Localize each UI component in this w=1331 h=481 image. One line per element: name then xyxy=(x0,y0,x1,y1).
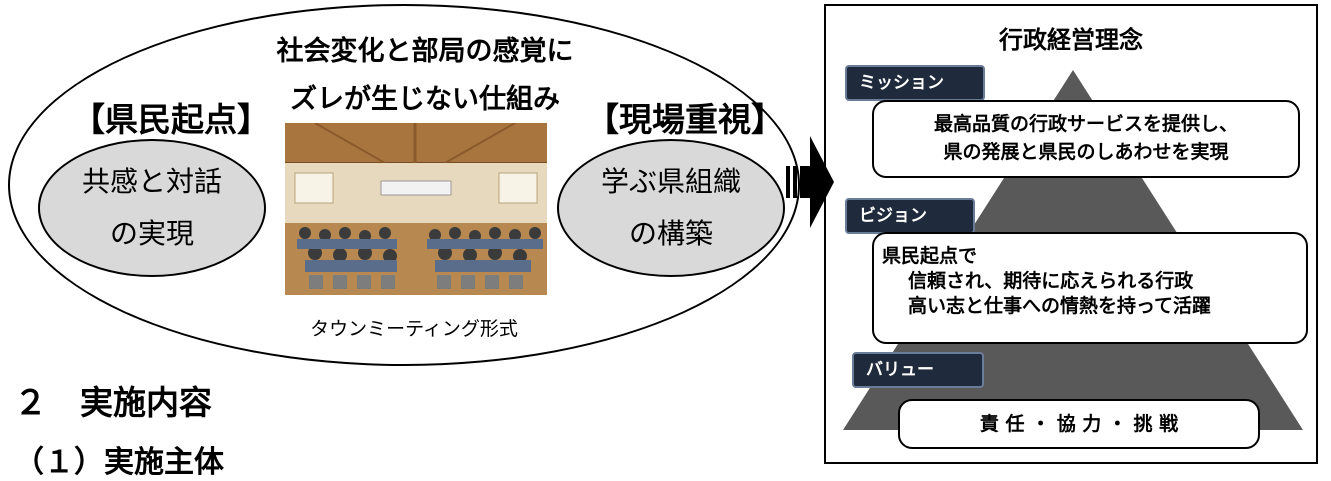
mission-line-2: 県の発展と県民のしあわせを実現 xyxy=(943,141,1229,163)
left-heading: 【県民起点】 xyxy=(72,100,270,139)
mission-tag: ミッション xyxy=(845,65,985,101)
left-ellipse xyxy=(38,139,266,277)
right-ellipse-text: 学ぶ県組織 の構築 xyxy=(557,156,785,260)
philosophy-panel xyxy=(824,4,1318,464)
mission-box: 最高品質の行政サービスを提供し、 県の発展と県民のしあわせを実現 xyxy=(872,100,1300,178)
vision-line-3: 高い志と仕事への情熱を持って活躍 xyxy=(908,295,1212,317)
center-title: 社会変化と部局の感覚に ズレが生じない仕組み xyxy=(250,28,600,124)
panel-title: 行政経営理念 xyxy=(999,26,1143,54)
right-ellipse xyxy=(557,139,785,277)
left-ellipse-line-2: の実現 xyxy=(109,217,194,250)
left-ellipse-line-1: 共感と対話 xyxy=(81,165,222,198)
vision-line-1: 県民起点で xyxy=(882,245,978,267)
right-ellipse-line-1: 学ぶ県組織 xyxy=(600,165,741,198)
right-heading: 【現場重視】 xyxy=(586,100,784,139)
left-ellipse-text: 共感と対話 の実現 xyxy=(38,156,266,260)
value-box: 責 任 ・ 協 力 ・ 挑 戦 xyxy=(898,399,1260,449)
mission-line-1: 最高品質の行政サービスを提供し、 xyxy=(933,113,1238,135)
outer-ellipse xyxy=(8,4,800,366)
vision-tag: ビジョン xyxy=(845,198,975,234)
right-arrow-icon xyxy=(786,136,834,228)
right-ellipse-line-2: の構築 xyxy=(628,217,713,250)
town-meeting-photo xyxy=(285,123,547,295)
center-title-line-2: ズレが生じない仕組み xyxy=(290,84,560,115)
vision-box: 県民起点で 信頼され、期待に応えられる行政 高い志と仕事への情熱を持って活躍 xyxy=(872,232,1308,344)
section-heading-3: （１）実施主体 xyxy=(14,445,224,480)
center-title-line-1: 社会変化と部局の感覚に xyxy=(276,36,574,67)
value-tag: バリュー xyxy=(852,352,984,388)
photo-caption: タウンミーティング形式 xyxy=(310,318,518,340)
section-heading-2: ２ 実施内容 xyxy=(14,383,212,422)
vision-line-2: 信頼され、期待に応えられる行政 xyxy=(908,270,1194,292)
